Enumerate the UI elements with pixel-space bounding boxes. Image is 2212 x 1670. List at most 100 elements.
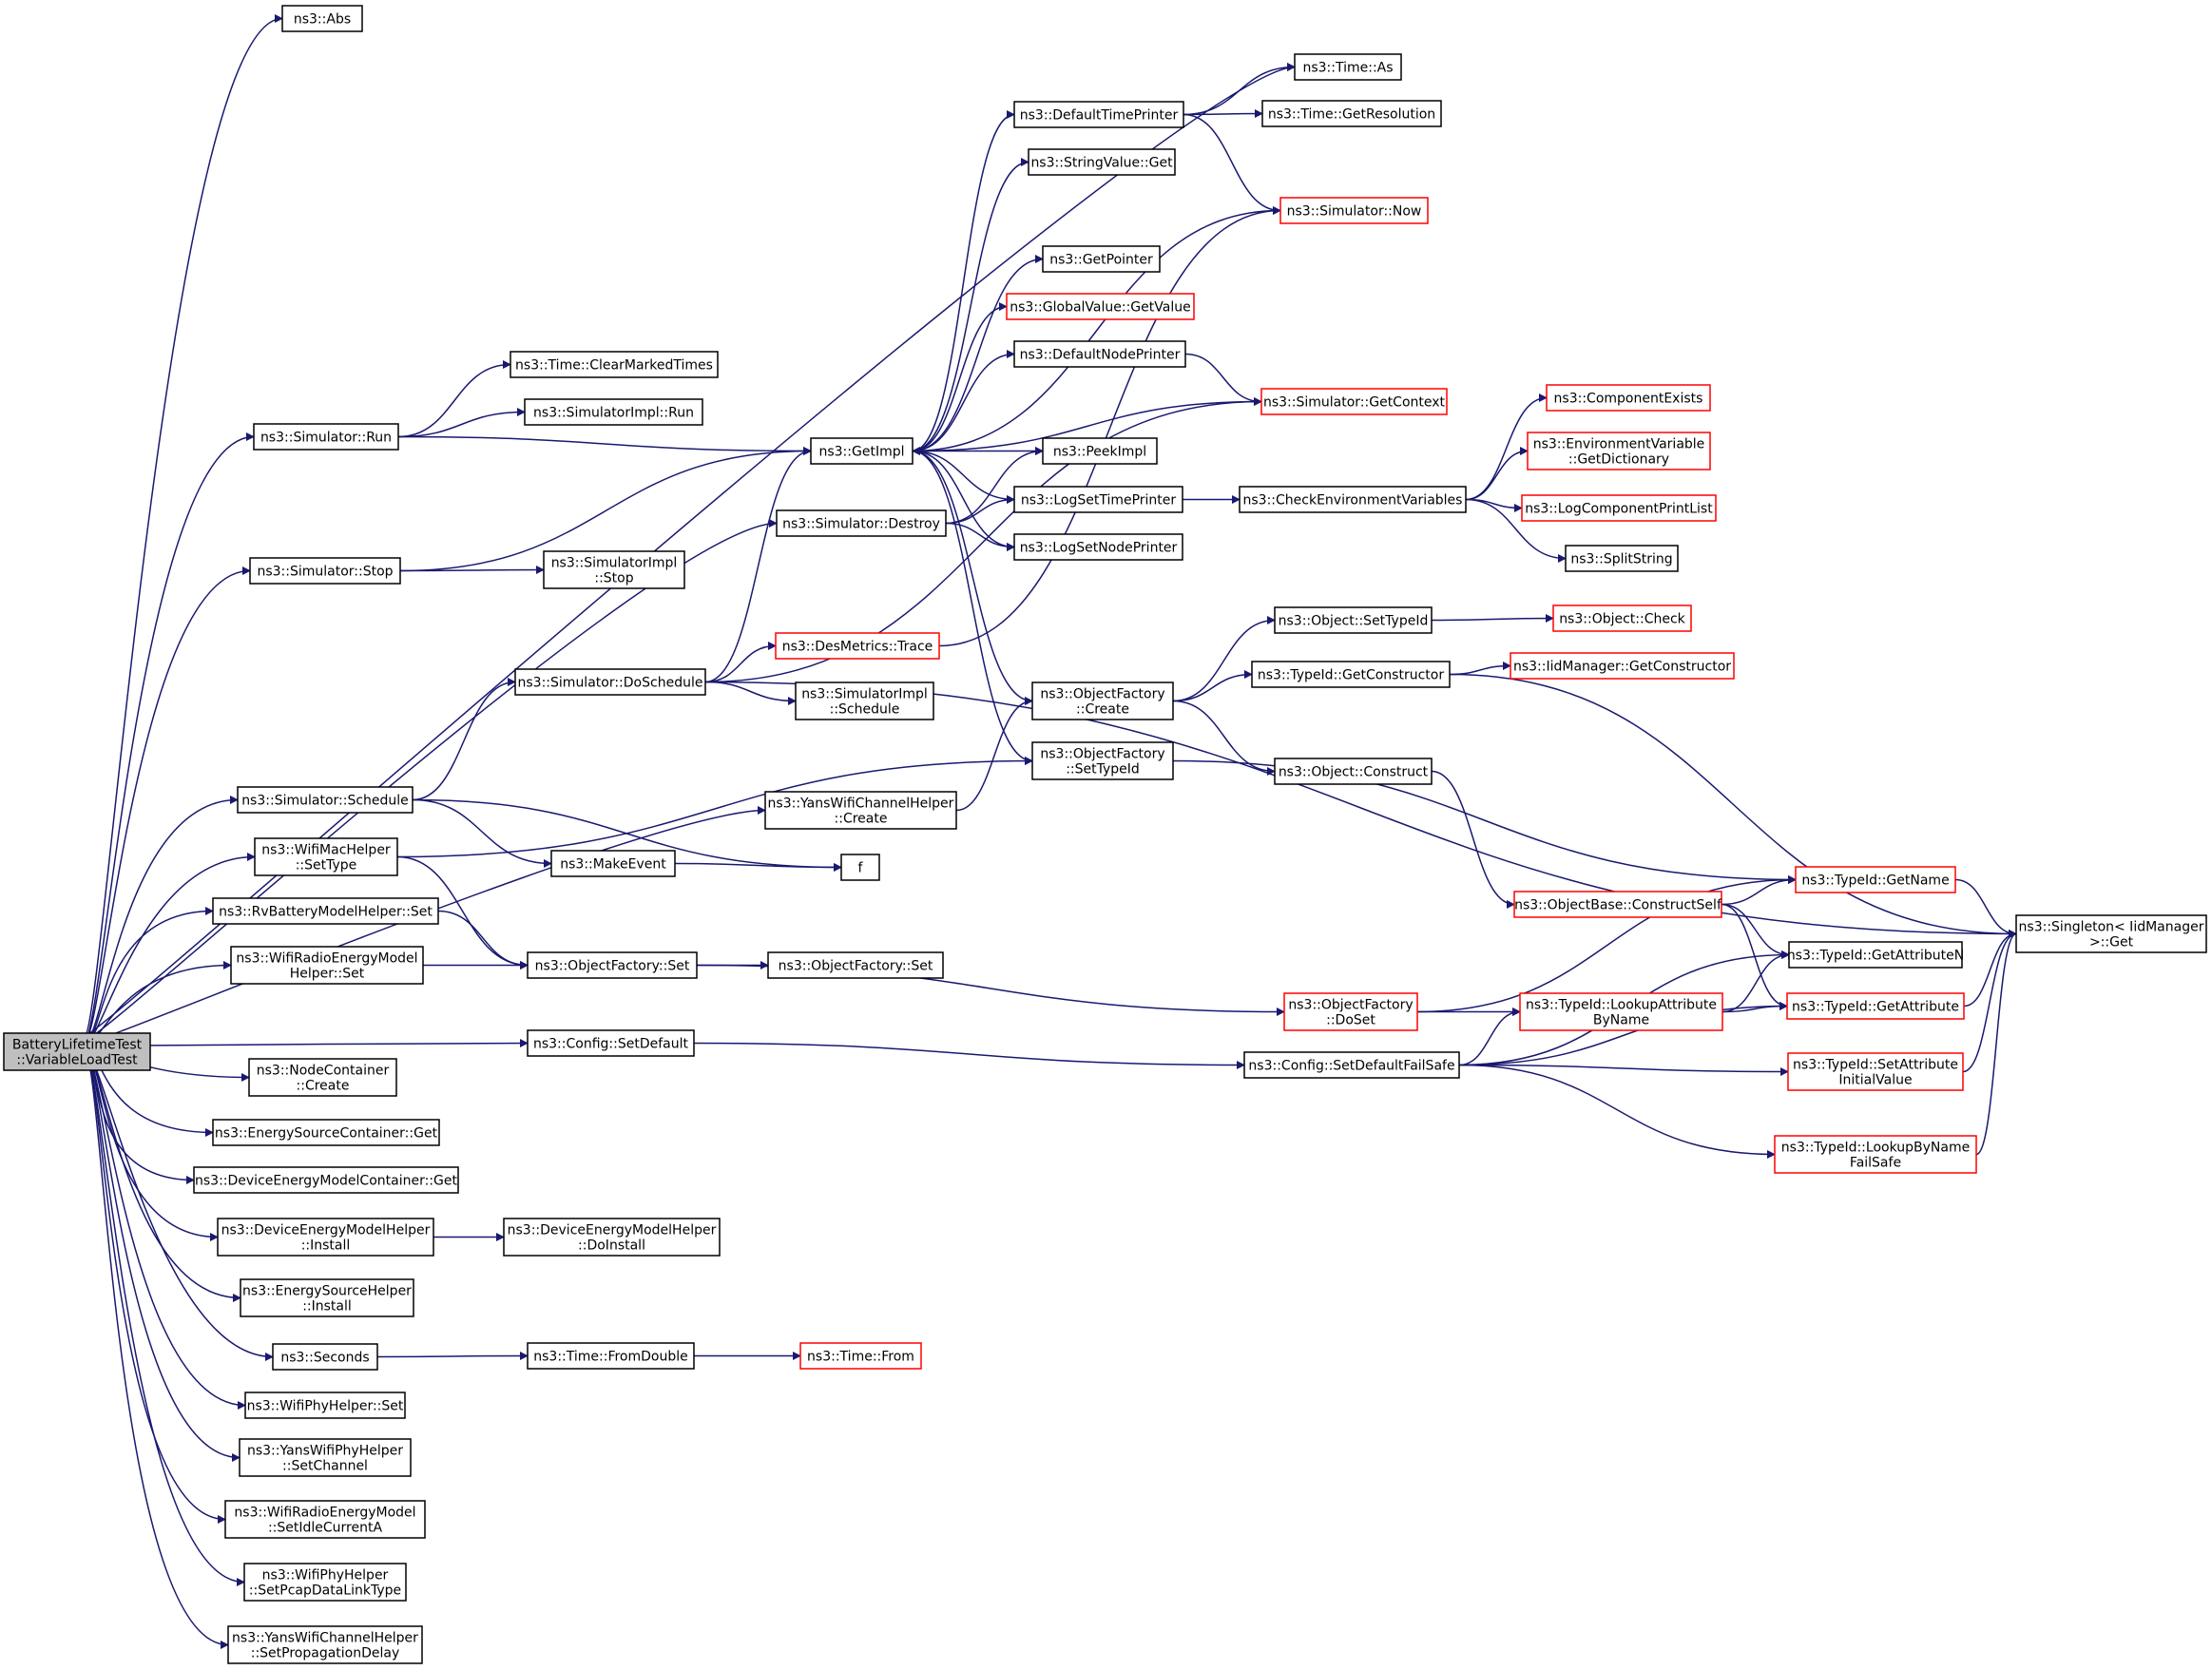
graph-node[interactable]: ns3::ObjectFactory::Set	[767, 951, 944, 979]
node-box	[1042, 245, 1161, 273]
graph-node[interactable]: ns3::ObjectBase::ConstructSelf	[1513, 891, 1722, 918]
graph-node[interactable]: ns3::GetImpl	[810, 437, 914, 465]
node-box	[243, 1563, 407, 1602]
node-label: ::Create	[835, 812, 888, 827]
graph-node[interactable]: ns3::SimulatorImpl::Schedule	[795, 681, 934, 720]
node-box	[272, 1343, 378, 1371]
graph-node[interactable]: ns3::Time::As	[1294, 53, 1402, 81]
node-label: >::Get	[2089, 935, 2134, 950]
call-edge	[1721, 903, 1790, 959]
graph-node[interactable]: ns3::WifiPhyHelper::Set	[244, 1392, 406, 1419]
graph-node[interactable]: ns3::Time::FromDouble	[527, 1342, 695, 1370]
graph-node[interactable]: ns3::LogSetTimePrinter	[1013, 486, 1183, 513]
node-label: ns3::LogComponentPrintList	[1525, 502, 1713, 517]
graph-node[interactable]: ns3::ObjectFactory::Set	[527, 951, 698, 979]
node-label: ns3::EnergySourceHelper	[242, 1284, 412, 1299]
graph-node[interactable]: ns3::Singleton< IidManager >::Get	[2015, 914, 2207, 953]
graph-node[interactable]: ns3::WifiMacHelper::SetType	[254, 837, 398, 876]
graph-node[interactable]: ns3::ObjectFactory::SetTypeId	[1031, 741, 1174, 780]
graph-node[interactable]: ns3::YansWifiChannelHelper::SetPropagati…	[227, 1625, 423, 1664]
graph-node[interactable]: ns3::SimulatorImpl::Run	[524, 398, 703, 426]
node-label: ns3::YansWifiPhyHelper	[247, 1444, 403, 1459]
node-label: ::GetDictionary	[1568, 452, 1669, 468]
graph-node[interactable]: ns3::LogComponentPrintList	[1521, 494, 1717, 522]
graph-node[interactable]: ns3::Config::SetDefault	[527, 1029, 695, 1057]
graph-node[interactable]: ns3::WifiRadioEnergyModel::SetIdleCurren…	[224, 1500, 426, 1539]
graph-node[interactable]: ns3::DeviceEnergyModelHelper::Install	[217, 1218, 434, 1257]
graph-node[interactable]: ns3::DefaultTimePrinter	[1013, 101, 1184, 128]
graph-node[interactable]: BatteryLifetimeTest::VariableLoadTest	[3, 1032, 151, 1071]
graph-node[interactable]: ns3::Time::From	[799, 1342, 922, 1370]
graph-node[interactable]: ns3::IidManager::GetConstructor	[1510, 652, 1735, 680]
graph-node[interactable]: ns3::TypeId::GetConstructor	[1251, 661, 1451, 688]
graph-node[interactable]: ns3::Object::SetTypeId	[1274, 606, 1433, 634]
graph-node[interactable]: ns3::Config::SetDefaultFailSafe	[1243, 1051, 1460, 1079]
graph-node[interactable]: ns3::Object::Construct	[1274, 758, 1433, 785]
edge-line	[1183, 113, 1281, 215]
call-edge	[1722, 950, 1790, 1013]
node-box	[240, 1278, 414, 1317]
graph-node[interactable]: ns3::TypeId::GetAttribute	[1786, 992, 1965, 1020]
node-label: ns3::WifiRadioEnergyModel	[234, 1506, 415, 1521]
graph-node[interactable]: ns3::Simulator::Now	[1279, 197, 1429, 224]
node-label: ns3::Seconds	[280, 1351, 369, 1366]
graph-node[interactable]: ns3::TypeId::GetAttributeN	[1787, 941, 1964, 969]
graph-node[interactable]: ns3::Time::GetResolution	[1261, 100, 1442, 127]
node-label: ByName	[1593, 1013, 1649, 1028]
graph-node[interactable]: ns3::Simulator::GetContext	[1260, 388, 1448, 415]
node-label: ns3::DesMetrics::Trace	[782, 640, 933, 655]
graph-node[interactable]: ns3::YansWifiChannelHelper::Create	[764, 791, 957, 830]
edge-line	[1449, 662, 1511, 676]
graph-node[interactable]: ns3::StringValue::Get	[1028, 148, 1176, 176]
node-box	[3, 1032, 151, 1071]
graph-node[interactable]: ns3::MakeEvent	[550, 850, 676, 877]
graph-node[interactable]: f	[840, 854, 880, 881]
graph-node[interactable]: ns3::Object::Check	[1552, 605, 1692, 632]
call-edge	[945, 495, 1015, 525]
graph-node[interactable]: ns3::GlobalValue::GetValue	[1006, 293, 1195, 320]
graph-node[interactable]: ns3::WifiPhyHelper::SetPcapDataLinkType	[243, 1563, 407, 1602]
node-label: ns3::TypeId::GetConstructor	[1258, 668, 1444, 683]
node-label: ns3::ObjectBase::ConstructSelf	[1514, 898, 1722, 913]
graph-node[interactable]: ns3::DeviceEnergyModelHelper::DoInstall	[503, 1218, 721, 1257]
graph-node[interactable]: ns3::SimulatorImpl::Stop	[543, 550, 685, 589]
node-label: ns3::TypeId::LookupAttribute	[1526, 998, 1717, 1013]
graph-node[interactable]: ns3::ObjectFactory::DoSet	[1283, 992, 1418, 1031]
call-edge	[1962, 930, 2017, 1073]
node-label: ns3::SimulatorImpl	[551, 556, 678, 571]
graph-node[interactable]: ns3::SplitString	[1565, 545, 1679, 572]
edge-line	[84, 519, 778, 1042]
graph-node[interactable]: ns3::GetPointer	[1042, 245, 1161, 273]
graph-node[interactable]: ns3::EnergySourceContainer::Get	[212, 1119, 440, 1146]
graph-node[interactable]: ns3::PeekImpl	[1042, 437, 1158, 465]
graph-node[interactable]: ns3::EnvironmentVariable::GetDictionary	[1527, 432, 1711, 470]
edge-line	[84, 1039, 529, 1048]
graph-node[interactable]: ns3::Simulator::DoSchedule	[514, 668, 706, 696]
graph-node[interactable]: ns3::RvBatteryModelHelper::Set	[212, 897, 439, 925]
graph-node[interactable]: ns3::YansWifiPhyHelper::SetChannel	[239, 1438, 412, 1477]
graph-node[interactable]: ns3::Time::ClearMarkedTimes	[510, 351, 719, 378]
edge-line	[1465, 447, 1529, 501]
graph-node[interactable]: ns3::Simulator::Run	[253, 423, 399, 451]
node-label: InitialValue	[1838, 1073, 1912, 1088]
graph-node[interactable]: ns3::CheckEnvironmentVariables	[1239, 486, 1467, 513]
graph-node[interactable]: ns3::DefaultNodePrinter	[1013, 340, 1186, 368]
graph-node[interactable]: ns3::Seconds	[272, 1343, 378, 1371]
graph-node[interactable]: ns3::ComponentExists	[1546, 384, 1711, 412]
graph-node[interactable]: ns3::Abs	[281, 5, 363, 32]
graph-node[interactable]: ns3::ObjectFactory::Create	[1031, 681, 1174, 720]
graph-node[interactable]: ns3::NodeContainer::Create	[248, 1058, 397, 1097]
graph-node[interactable]: ns3::TypeId::GetName	[1795, 866, 1956, 893]
graph-node[interactable]: ns3::Simulator::Stop	[249, 557, 401, 585]
graph-node[interactable]: ns3::LogSetNodePrinter	[1013, 533, 1183, 561]
graph-node[interactable]: ns3::DesMetrics::Trace	[775, 632, 940, 660]
graph-node[interactable]: ns3::EnergySourceHelper::Install	[240, 1278, 414, 1317]
graph-node[interactable]: ns3::Simulator::Destroy	[776, 509, 947, 537]
graph-node[interactable]: ns3::Simulator::Schedule	[237, 786, 414, 814]
call-edge	[376, 1352, 529, 1361]
graph-node[interactable]: ns3::DeviceEnergyModelContainer::Get	[193, 1166, 459, 1194]
